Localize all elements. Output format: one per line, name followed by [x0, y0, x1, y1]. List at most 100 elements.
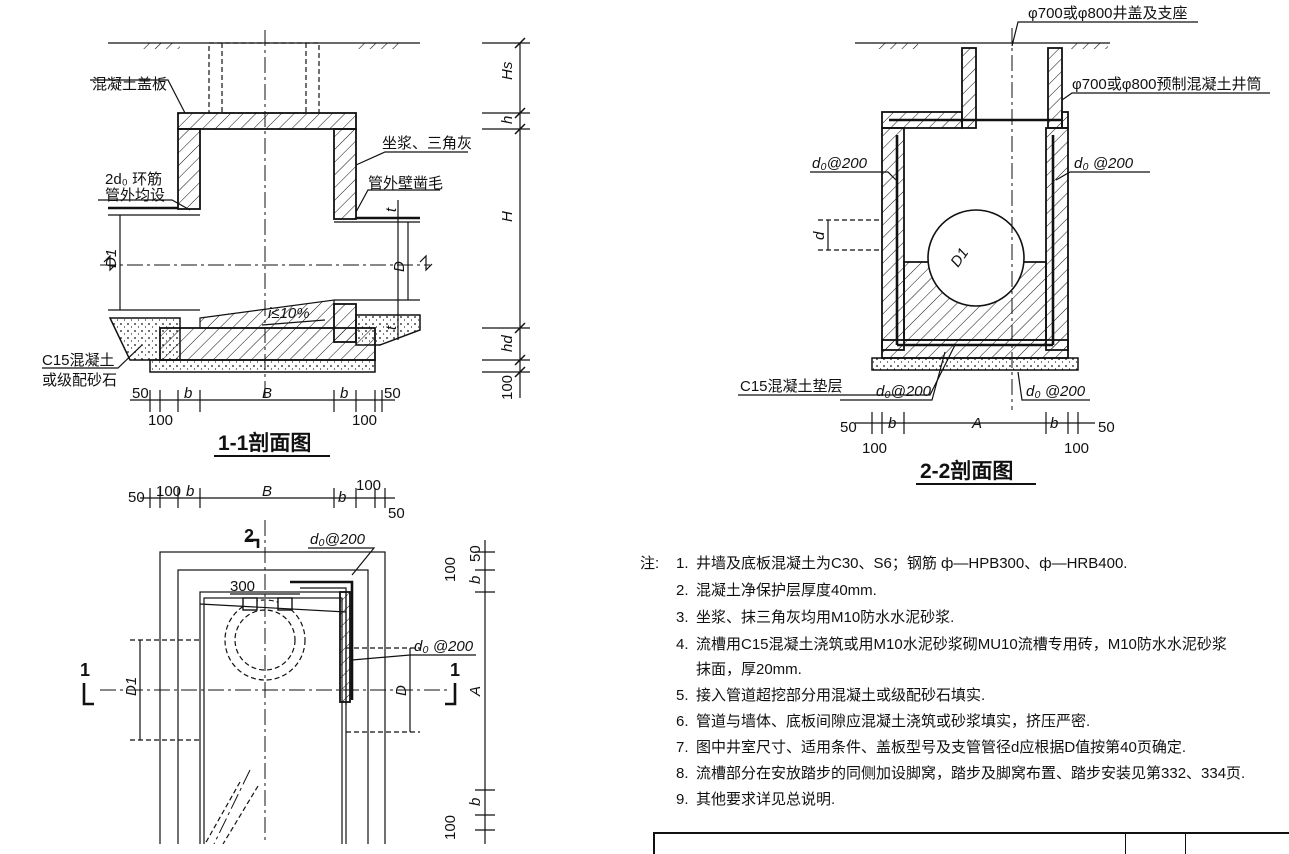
label-bar-bottom-right: d₀ @200 [1026, 383, 1086, 400]
left-wall [881, 127, 905, 351]
note-number: 5. [676, 687, 689, 704]
title-block-cell [1125, 834, 1126, 854]
dim-B: B [262, 385, 272, 402]
label-bar-right: d₀ @200 [1074, 155, 1134, 172]
dim-h: h [499, 116, 516, 124]
cover-slab-right [1061, 111, 1069, 129]
dim-50-right: 50 [1098, 419, 1115, 436]
base-slab [881, 339, 1069, 359]
label-c15-2: 或级配砂石 [42, 372, 117, 389]
pipe-section [927, 209, 1025, 307]
manhole-outer [224, 599, 306, 681]
right-wall [1045, 127, 1069, 351]
dim-50-left: 50 [132, 385, 149, 402]
label-c15: C15混凝土 [42, 352, 115, 369]
plan-label-bar-right: d₀ @200 [414, 638, 474, 655]
plan-label-bar: d₀@200 [310, 531, 366, 548]
plan-dim-b-left: b [186, 483, 194, 500]
plan-dim-b-right: b [338, 489, 346, 506]
plan-dim-v100-bottom: 100 [442, 815, 459, 840]
dim-100-right: 100 [1064, 440, 1089, 457]
leader-bar-left [810, 171, 897, 181]
plan-dim-50-right: 50 [388, 505, 405, 522]
note-number: 7. [676, 739, 689, 756]
leader-c15 [42, 344, 143, 369]
note-text: 坐浆、抹三角灰均用M10防水水泥砂浆. [696, 609, 955, 626]
dim-100-left: 100 [862, 440, 887, 457]
plan-dim-v100-top: 100 [442, 557, 459, 582]
dim-d: d [811, 231, 828, 240]
section-mark-2: 2 [244, 526, 254, 546]
note-text: 抹面，厚20mm. [696, 661, 802, 678]
label-cover-slab: 混凝土盖板 [92, 75, 167, 93]
note-text: 井墙及底板混凝土为C30、S6；钢筋 ф—HPB300、ф—HRB400. [696, 555, 1128, 572]
note-number: 1. [676, 555, 689, 572]
note-number: 9. [676, 791, 689, 808]
plan-view: 50 100 b B b 100 50 2 1 1 d₀@200 d₀ @200… [80, 477, 495, 844]
dim-50-right: 50 [384, 385, 401, 402]
left-wall-upper [177, 128, 201, 210]
section-1-1-title: 1-1剖面图 [218, 431, 311, 455]
leader-cover-slab [90, 79, 186, 114]
dim-b-left: b [184, 385, 192, 402]
label-bar-bottom-left: d₀@200 [876, 383, 932, 400]
plan-dim-B: B [262, 483, 272, 500]
note-number: 2. [676, 582, 689, 599]
dim-t-top: t [383, 207, 400, 212]
plan-dim-50-left: 50 [128, 489, 145, 506]
section-2-2-title: 2-2剖面图 [920, 459, 1013, 483]
title-block-cell [1185, 834, 1186, 854]
c15-cushion [149, 359, 376, 373]
label-cover: φ700或φ800井盖及支座 [1028, 5, 1188, 22]
dim-b-right: b [340, 385, 348, 402]
dim-D: D [391, 261, 408, 272]
note-item: 4.流槽用C15混凝土浇筑或用M10水泥砂浆砌MU10流槽专用砖，M10防水水泥… [676, 633, 1227, 654]
dim-100-right: 100 [352, 412, 377, 429]
dim-b-right: b [1050, 415, 1058, 432]
label-ring-bar: 2d₀ 环筋 [105, 171, 162, 188]
flow-channel [199, 299, 335, 329]
dim-hs: Hs [499, 61, 516, 80]
note-text: 混凝土净保护层厚度40mm. [696, 582, 877, 599]
note-item: 3. 坐浆、抹三角灰均用M10防水水泥砂浆. [676, 606, 954, 627]
label-slope: i≤10% [268, 305, 310, 322]
section-2-2: φ700或φ800井盖及支座 φ700或φ800预制混凝土井筒 d₀@200 d… [738, 5, 1270, 485]
note-text: 接入管道超挖部分用混凝土或级配砂石填实. [696, 687, 986, 704]
riser-outline [208, 42, 320, 114]
label-ring-bar-2: 管外均设 [105, 187, 165, 204]
section-mark-1-left: 1 [80, 660, 90, 680]
plan-dim-A: A [467, 686, 484, 697]
notes-prefix: 注: [640, 555, 660, 572]
leader-bar-right [1055, 171, 1150, 181]
dim-D1: D1 [103, 249, 120, 268]
label-cushion: C15混凝土垫层 [740, 378, 843, 395]
dim-hd: hd [499, 335, 516, 352]
c15-cushion [871, 357, 1079, 371]
dim-100-vertical: 100 [499, 375, 516, 400]
dim-A: A [971, 415, 982, 432]
note-item: 5. 接入管道超挖部分用混凝土或级配砂石填实. [676, 684, 985, 705]
leader-ring-bar [98, 199, 191, 211]
note-item: 1. 井墙及底板混凝土为C30、S6；钢筋 ф—HPB300、ф—HRB400. [676, 552, 1127, 573]
note-number: 6. [676, 713, 689, 730]
note-item: 6. 管道与墙体、底板间隙应混凝土浇筑或砂浆填实，挤压严密. [676, 710, 1090, 731]
note-item: 7. 图中井室尺寸、适用条件、盖板型号及支管管径d应根据D值按第40页确定. [676, 736, 1186, 757]
leader-pipe-wall [355, 189, 440, 213]
note-text: 管道与墙体、底板间隙应混凝土浇筑或砂浆填实，挤压严密. [696, 713, 1091, 730]
label-pipe-wall: 管外壁凿毛 [368, 175, 443, 192]
plan-dim-vb-bottom: b [467, 798, 484, 806]
label-mortar: 坐浆、三角灰 [382, 134, 472, 152]
label-bar-left: d₀@200 [812, 155, 868, 172]
leader-cover [1011, 21, 1198, 47]
title-block [653, 832, 1289, 854]
plan-dim-D1: D1 [123, 677, 140, 696]
ground-hatch [140, 43, 180, 49]
plan-outer-wall [177, 569, 369, 844]
riser-left-wall [961, 47, 977, 129]
manhole-inner [234, 609, 296, 671]
riser-right-wall [1047, 47, 1063, 129]
leader-riser [1061, 92, 1270, 101]
note-text: 图中井室尺寸、适用条件、盖板型号及支管管径d应根据D值按第40页确定. [696, 739, 1187, 756]
note-number: 3. [676, 609, 689, 626]
dim-100-left: 100 [148, 412, 173, 429]
